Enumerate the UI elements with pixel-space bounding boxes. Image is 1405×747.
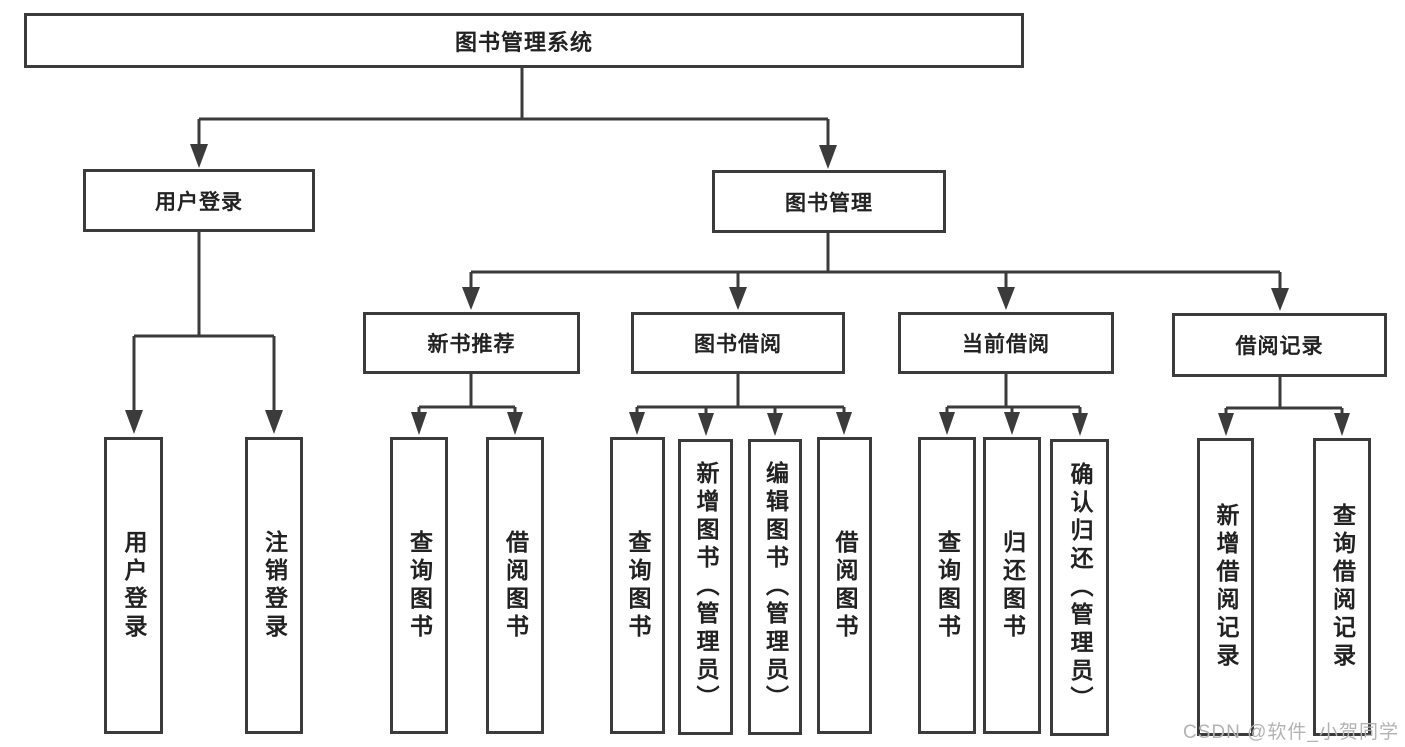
node-borrow-records: 借阅记录 (1172, 313, 1387, 377)
leaf-return-book: 归还图书 (983, 437, 1041, 734)
leaf-confirm-return-admin: 确认归还（管理员） (1050, 439, 1109, 736)
leaf-edit-book-admin: 编辑图书（管理员） (748, 439, 802, 735)
node-new-book-recommend: 新书推荐 (363, 312, 580, 374)
leaf-add-borrow-record: 新增借阅记录 (1197, 438, 1254, 736)
csdn-watermark: CSDN @软件_小贺同学 (1183, 722, 1399, 743)
node-book-borrow: 图书借阅 (631, 312, 845, 374)
node-current-borrow: 当前借阅 (898, 312, 1114, 374)
leaf-query-book-borrow: 查询图书 (610, 437, 665, 734)
node-library-management-system: 图书管理系统 (24, 13, 1024, 68)
leaf-query-borrow-record: 查询借阅记录 (1313, 438, 1371, 736)
arrowhead-icons (125, 144, 1350, 436)
leaf-borrow-book: 借阅图书 (817, 437, 872, 734)
leaf-query-book-current: 查询图书 (918, 437, 976, 734)
node-user-login: 用户登录 (83, 169, 315, 232)
leaf-user-login: 用户登录 (104, 437, 163, 734)
leaf-logout: 注销登录 (245, 437, 303, 734)
leaf-add-book-admin: 新增图书（管理员） (678, 439, 733, 735)
leaf-borrow-book-recommend: 借阅图书 (486, 437, 544, 734)
leaf-query-book-recommend: 查询图书 (390, 437, 448, 734)
node-book-management: 图书管理 (712, 170, 946, 233)
